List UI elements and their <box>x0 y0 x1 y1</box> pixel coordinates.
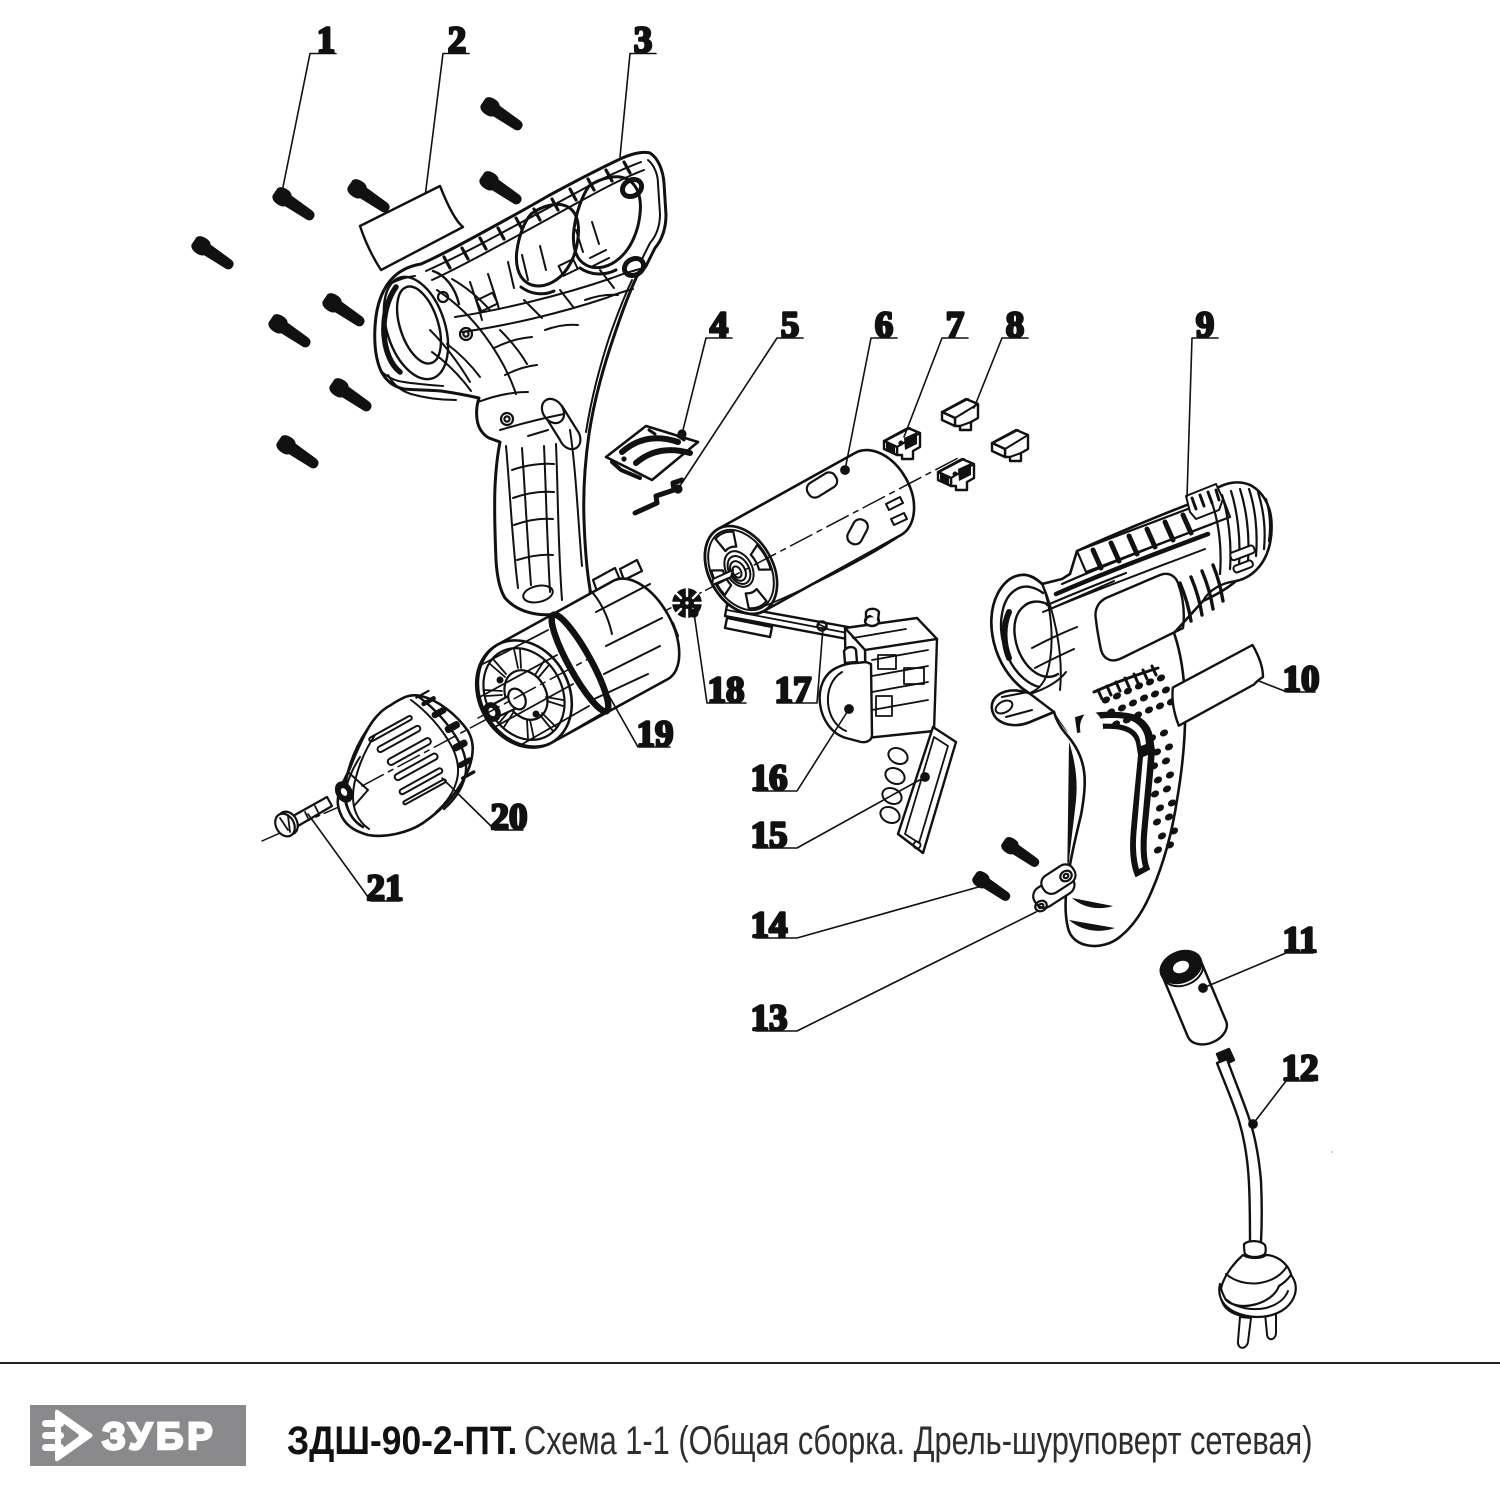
svg-text:18: 18 <box>708 670 745 711</box>
svg-text:15: 15 <box>751 815 788 856</box>
svg-text:19: 19 <box>637 714 674 755</box>
svg-text:7: 7 <box>946 305 965 346</box>
svg-text:3: 3 <box>634 20 653 61</box>
svg-text:10: 10 <box>1283 659 1320 700</box>
svg-text:9: 9 <box>1196 305 1215 346</box>
svg-text:16: 16 <box>751 758 788 799</box>
svg-text:2: 2 <box>448 20 467 61</box>
svg-text:13: 13 <box>751 998 788 1039</box>
svg-text:ЗУБР: ЗУБР <box>102 1416 217 1458</box>
svg-text:17: 17 <box>775 670 812 711</box>
svg-text:5: 5 <box>781 305 800 346</box>
svg-text:14: 14 <box>751 905 788 946</box>
svg-text:8: 8 <box>1006 305 1025 346</box>
svg-text:20: 20 <box>491 797 528 838</box>
svg-text:4: 4 <box>710 305 729 346</box>
svg-text:6: 6 <box>875 305 894 346</box>
svg-text:11: 11 <box>1283 920 1318 961</box>
svg-text:12: 12 <box>1282 1048 1319 1089</box>
svg-text:1: 1 <box>317 20 336 61</box>
svg-text:21: 21 <box>367 868 404 909</box>
